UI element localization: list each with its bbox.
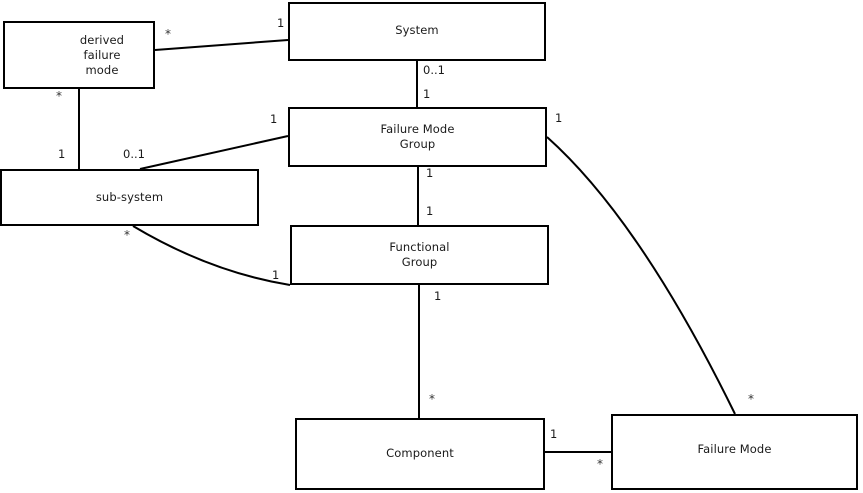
multiplicity-component-fm-one: 1 bbox=[550, 427, 558, 441]
multiplicity-dfm-subsystem-star: * bbox=[56, 89, 62, 103]
multiplicity-fmg-fg-one-bottom: 1 bbox=[426, 204, 434, 218]
multiplicity-dfm-subsystem-one: 1 bbox=[58, 147, 66, 161]
class-label-derived-failure-mode: derived failure mode bbox=[79, 33, 125, 77]
class-label-system: System bbox=[395, 23, 439, 37]
multiplicity-system-fmg-zero-one: 0..1 bbox=[423, 63, 445, 77]
multiplicity-subsystem-fg-one: 1 bbox=[272, 268, 280, 282]
association-derived-failure-mode-system bbox=[154, 39, 289, 51]
multiplicity-dfm-system-one: 1 bbox=[277, 16, 285, 30]
multiplicity-system-fmg-one: 1 bbox=[423, 87, 431, 101]
multiplicity-fmg-fm-one: 1 bbox=[555, 111, 563, 125]
class-label-failure-mode-group: Failure Mode Group bbox=[380, 122, 455, 151]
multiplicity-fmg-fg-one-top: 1 bbox=[426, 166, 434, 180]
class-box-failure-mode-group[interactable]: Failure Mode Group bbox=[288, 107, 547, 167]
multiplicity-subsystem-fmg-one: 1 bbox=[270, 112, 278, 126]
class-box-failure-mode[interactable]: Failure Mode bbox=[611, 414, 858, 490]
class-box-system[interactable]: System bbox=[288, 2, 546, 61]
multiplicity-subsystem-fg-star: * bbox=[124, 228, 130, 242]
multiplicity-dfm-system-star: * bbox=[165, 27, 171, 41]
class-label-sub-system: sub-system bbox=[95, 190, 164, 204]
class-box-component[interactable]: Component bbox=[295, 418, 545, 490]
association-sub-system-failure-mode-group bbox=[139, 135, 289, 170]
multiplicity-fg-component-one: 1 bbox=[434, 289, 442, 303]
association-failure-mode-group-failure-mode bbox=[546, 136, 736, 415]
multiplicity-fg-component-star: * bbox=[429, 392, 435, 406]
multiplicity-subsystem-fmg-zero-one: 0..1 bbox=[123, 147, 145, 161]
multiplicity-fmg-fm-star: * bbox=[748, 392, 754, 406]
class-label-functional-group: Functional Group bbox=[389, 240, 450, 269]
class-box-functional-group[interactable]: Functional Group bbox=[290, 225, 549, 285]
class-box-sub-system[interactable]: sub-system bbox=[0, 169, 259, 226]
class-box-derived-failure-mode[interactable]: derived failure mode bbox=[3, 21, 155, 89]
association-sub-system-functional-group bbox=[132, 225, 291, 286]
multiplicity-component-fm-star: * bbox=[597, 457, 603, 471]
class-label-failure-mode: Failure Mode bbox=[697, 442, 772, 456]
class-label-component: Component bbox=[386, 446, 454, 460]
